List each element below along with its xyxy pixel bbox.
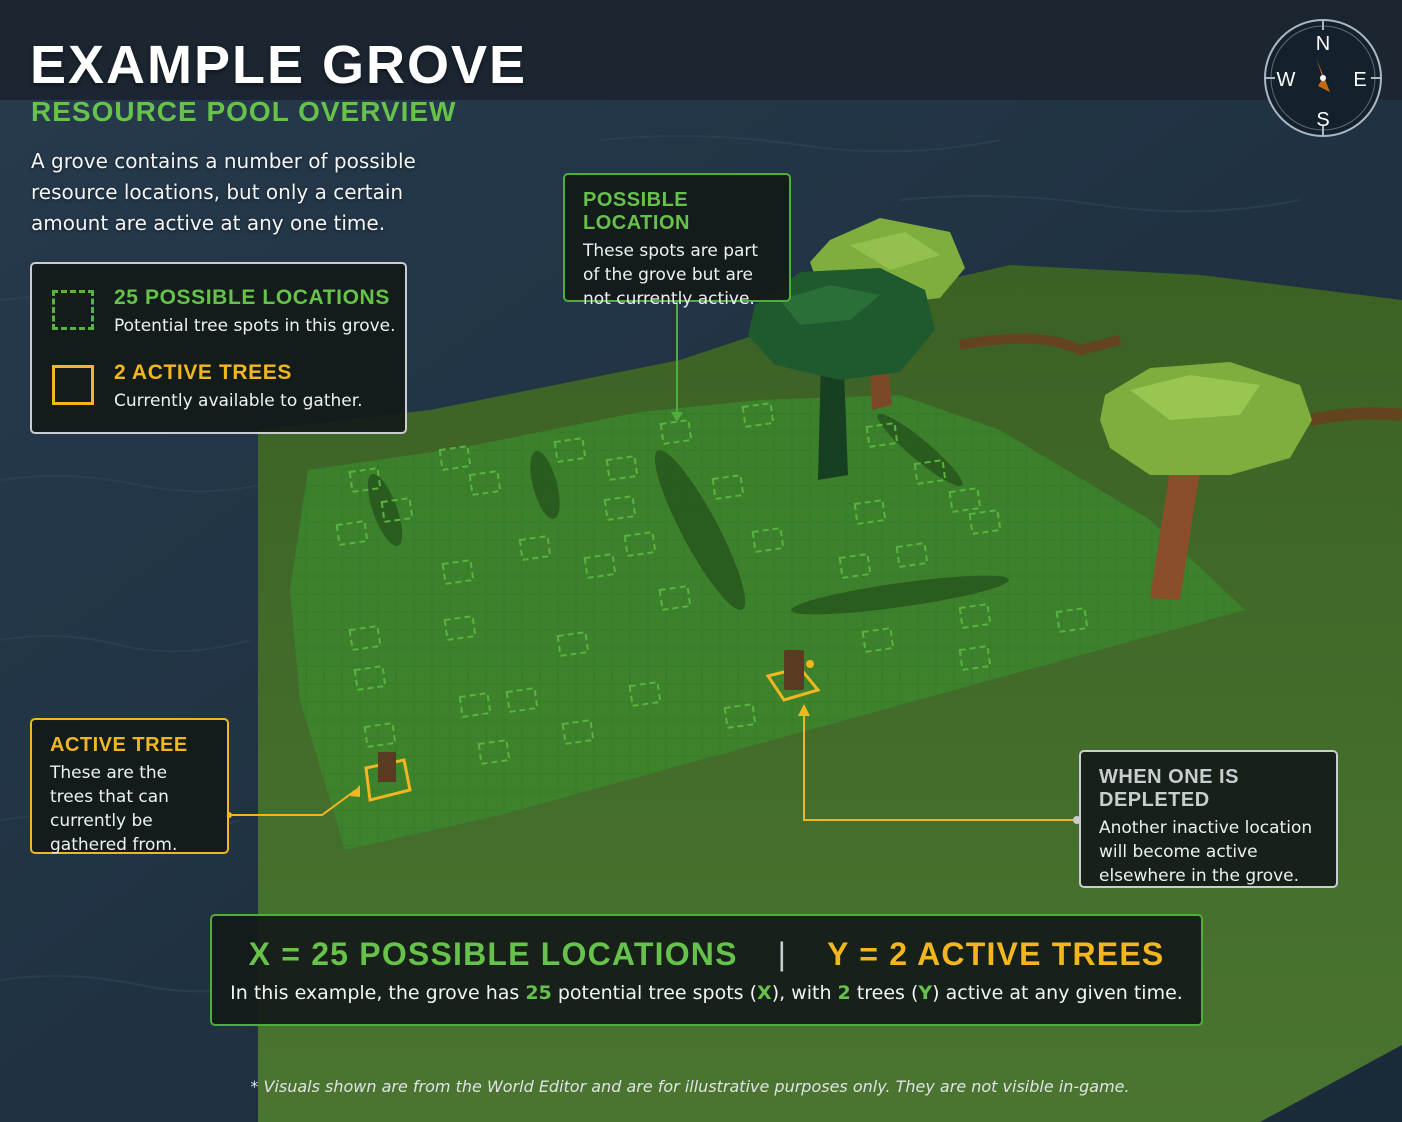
possible-location-marker (968, 509, 1002, 535)
possible-location-marker (556, 631, 590, 657)
possible-location-marker (477, 739, 511, 765)
possible-location-marker (468, 470, 502, 496)
possible-location-markers (335, 402, 1089, 765)
possible-location-marker (380, 497, 414, 523)
possible-location-marker (561, 719, 595, 745)
possible-location-marker (659, 419, 693, 445)
active-tree-marker-1 (364, 752, 412, 802)
summary-panel: X = 25 POSSIBLE LOCATIONS | Y = 2 ACTIVE… (210, 914, 1203, 1026)
summary-heading: X = 25 POSSIBLE LOCATIONS | Y = 2 ACTIVE… (212, 936, 1201, 973)
callout-depleted-body: Another inactive location will become ac… (1099, 818, 1313, 886)
summary-x-equation: X = 25 POSSIBLE LOCATIONS (248, 936, 738, 972)
leader-depleted (803, 712, 1079, 821)
possible-location-marker (458, 692, 492, 718)
compass-west: W (1277, 69, 1296, 91)
legend-possible-title: 25 POSSIBLE LOCATIONS (114, 286, 390, 309)
summary-x-letter: X (757, 982, 772, 1004)
possible-location-marker (348, 625, 382, 651)
tree-right (1100, 362, 1312, 600)
grove-grid-lines (290, 395, 1245, 850)
solid-square-icon (52, 365, 94, 405)
callout-possible-body: These spots are part of the grove but ar… (583, 241, 759, 309)
active-tree-marker-2 (765, 650, 821, 702)
legend-active-title: 2 ACTIVE TREES (114, 361, 292, 384)
possible-location-marker (838, 553, 872, 579)
callout-active-body: These are the trees that can currently b… (50, 763, 178, 855)
footnote: * Visuals shown are from the World Edito… (250, 1077, 1130, 1096)
dashed-square-icon (52, 290, 94, 330)
possible-location-marker (861, 627, 895, 653)
page-title: EXAMPLE GROVE (30, 35, 528, 95)
possible-location-marker (1055, 607, 1089, 633)
leader-active (229, 789, 357, 816)
possible-location-marker (443, 615, 477, 641)
compass-east: E (1353, 69, 1366, 91)
possible-location-marker (958, 603, 992, 629)
summary-text-3: ), with (771, 982, 838, 1004)
possible-location-marker (865, 422, 899, 448)
possible-location-marker (518, 535, 552, 561)
possible-location-marker (628, 681, 662, 707)
summary-y-count: 2 (837, 982, 851, 1004)
possible-location-marker (711, 474, 745, 500)
tree-dark (748, 268, 935, 480)
possible-location-marker (353, 665, 387, 691)
dirt-path-right (1308, 407, 1402, 426)
page-subtitle: RESOURCE POOL OVERVIEW (31, 96, 457, 127)
callout-active-title: ACTIVE TREE (50, 734, 188, 756)
possible-location-marker (741, 402, 775, 428)
summary-y-equation: Y = 2 ACTIVE TREES (827, 936, 1165, 972)
possible-location-marker (505, 687, 539, 713)
summary-y-letter: Y (918, 982, 933, 1004)
legend-panel: 25 POSSIBLE LOCATIONS Potential tree spo… (30, 262, 407, 434)
callout-possible-location: POSSIBLE LOCATION These spots are part o… (563, 173, 791, 309)
possible-location-marker (751, 527, 785, 553)
compass: N S W E (1264, 19, 1382, 137)
legend-possible-desc: Potential tree spots in this grove. (114, 316, 396, 336)
possible-location-marker (553, 437, 587, 463)
possible-location-marker (605, 455, 639, 481)
callout-depleted-title: WHEN ONE IS DEPLETED (1099, 766, 1239, 811)
possible-location-marker (335, 520, 369, 546)
possible-location-marker (603, 495, 637, 521)
callout-possible-title: POSSIBLE LOCATION (583, 189, 690, 234)
possible-location-marker (658, 585, 692, 611)
possible-location-marker (583, 553, 617, 579)
possible-location-marker (948, 487, 982, 513)
possible-location-marker (363, 722, 397, 748)
summary-separator: | (777, 936, 788, 972)
possible-location-marker (441, 559, 475, 585)
tree-shadows (367, 413, 1009, 615)
possible-location-marker (913, 459, 947, 485)
summary-text-1: In this example, the grove has (230, 982, 526, 1004)
possible-location-marker (853, 499, 887, 525)
callout-active-tree: ACTIVE TREE These are the trees that can… (30, 718, 229, 855)
legend-active-desc: Currently available to gather. (114, 391, 363, 411)
callout-depleted: WHEN ONE IS DEPLETED Another inactive lo… (1079, 750, 1338, 888)
possible-location-marker (348, 467, 382, 493)
compass-north: N (1316, 33, 1330, 55)
possible-location-marker (895, 542, 929, 568)
possible-location-marker (438, 445, 472, 471)
summary-x-count: 25 (525, 982, 552, 1004)
possible-location-marker (623, 531, 657, 557)
intro-text: A grove contains a number of possible re… (31, 149, 416, 235)
summary-text-5: ) active at any given time. (932, 982, 1183, 1004)
summary-text-2: potential tree spots ( (551, 982, 758, 1004)
summary-sentence: In this example, the grove has 25 potent… (212, 982, 1201, 1004)
dirt-path (959, 333, 1122, 356)
possible-location-marker (723, 703, 757, 729)
summary-text-4: trees ( (850, 982, 919, 1004)
possible-location-marker (958, 645, 992, 671)
compass-south: S (1316, 109, 1329, 131)
